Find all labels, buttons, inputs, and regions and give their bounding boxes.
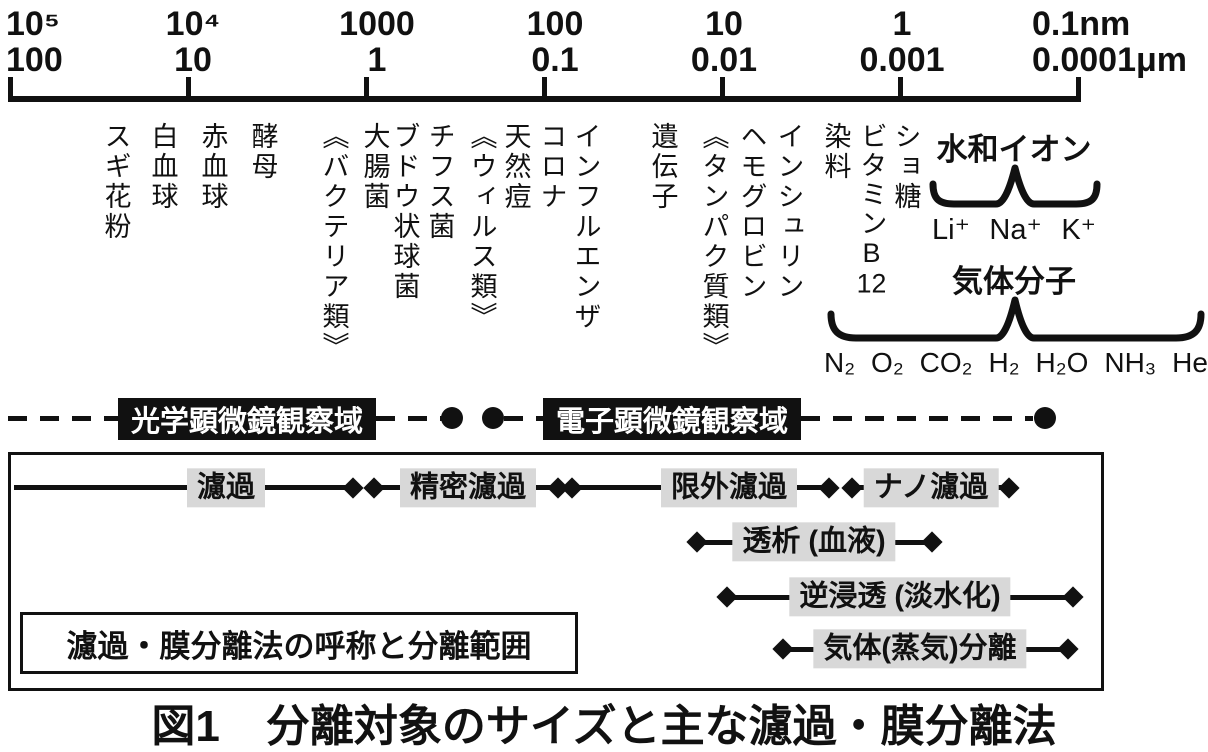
scale-nm-value: 1 [892, 5, 912, 43]
brace-icon [929, 164, 1101, 208]
particle-label: コロナ [536, 122, 567, 212]
ion-label: K⁺ [1061, 214, 1096, 246]
scale-um-value: 0.01 [690, 41, 758, 80]
particle-group-label: 《ウィルス類》 [466, 122, 497, 332]
particle-label: スギ花粉 [100, 122, 131, 242]
method-label: 精密濾過 [399, 468, 537, 508]
dashed-range-line [8, 416, 118, 421]
ion-list: Li⁺ Na⁺ K⁺ [932, 212, 1096, 247]
scale-label-column: 0.1nm 0.0001μm [1032, 6, 1187, 78]
figure-number: 図1 [151, 702, 220, 751]
particle-label: 染料 [820, 122, 851, 182]
scale-tick [8, 77, 13, 102]
brace-icon [827, 296, 1205, 342]
dashed-range-line [376, 416, 442, 421]
scale-nm-value: 1000 [339, 5, 415, 43]
figure-caption: 図1 分離対象のサイズと主な濾過・膜分離法 [0, 690, 1208, 752]
scale-label-column: 10⁴ 10 [166, 6, 221, 78]
molecule-label: CO₂ [919, 347, 973, 378]
range-line [14, 485, 353, 490]
membrane-box-legend: 濾過・膜分離法の呼称と分離範囲 [20, 612, 578, 674]
electron-microscope-range-box: 電子顕微鏡観察域 [543, 398, 801, 440]
dashed-range-line [504, 416, 543, 421]
scale-um-value: 100 [6, 41, 63, 80]
endpoint-dot-icon [1034, 407, 1056, 429]
hydrated-ions-title: 水和イオン [936, 132, 1092, 167]
particle-label: 天然痘 [500, 122, 531, 212]
particle-label: インシュリン [773, 122, 804, 302]
scale-um-value: 0.001 [859, 41, 945, 80]
particle-label: 赤血球 [197, 122, 228, 212]
method-label: 逆浸透 (淡水化) [789, 577, 1011, 617]
endpoint-dot-icon [482, 407, 504, 429]
particle-label: ブドウ状球菌 [389, 122, 420, 302]
scale-label-column: 10⁵ 100 [6, 6, 63, 78]
molecule-label: He [1172, 347, 1208, 378]
particle-label: 白血球 [147, 122, 178, 212]
scale-label-column: 1 0.001 [859, 6, 944, 78]
scale-nm-value: 10⁵ [6, 5, 60, 43]
endpoint-dot-icon [441, 407, 463, 429]
scale-um-value: 0.1 [531, 41, 579, 80]
scale-label-column: 10 0.01 [691, 6, 757, 78]
particle-label: 遺伝子 [647, 122, 678, 212]
ion-label: Li⁺ [932, 214, 970, 246]
scale-tick [186, 77, 191, 102]
molecule-list: N₂ O₂ CO₂ H₂ H₂O NH₃ He [824, 347, 1208, 379]
scale-tick [720, 77, 725, 102]
scale-tick [364, 77, 369, 102]
scale-um-value: 10 [174, 41, 212, 80]
scale-label-column: 1000 1 [339, 6, 415, 78]
scale-tick [1076, 77, 1081, 102]
scale-nm-value: 100 [526, 5, 584, 43]
gas-molecules-title: 気体分子 [952, 264, 1076, 299]
method-label: 濾過 [186, 468, 266, 508]
molecule-label: H₂O [1035, 347, 1089, 378]
molecule-label: NH₃ [1104, 347, 1157, 378]
method-label: 気体(蒸気)分離 [813, 629, 1027, 669]
scale-label-column: 100 0.1 [527, 6, 584, 78]
method-label: 透析 (血液) [732, 522, 896, 562]
particle-group-label: 《タンパク質類》 [698, 122, 729, 362]
scale-nm-value: 10 [705, 5, 743, 43]
optical-microscope-range-box: 光学顕微鏡観察域 [118, 398, 376, 440]
molecule-label: N₂ [824, 347, 856, 378]
scale-nm-value: 0.1nm [1032, 5, 1131, 43]
method-label: ナノ濾過 [863, 468, 999, 508]
method-label: 限外濾過 [660, 468, 798, 508]
scale-um-value: 1 [367, 41, 387, 80]
scale-tick [542, 77, 547, 102]
scale-um-value: 0.0001μm [1032, 41, 1188, 80]
particle-label: 大腸菌 [359, 122, 390, 212]
ion-label: Na⁺ [989, 214, 1042, 246]
particle-label: 酵母 [247, 122, 278, 182]
particle-label: ビタミンB12 [856, 122, 887, 297]
scale-tick [898, 77, 903, 102]
molecule-label: H₂ [988, 347, 1020, 378]
scale-nm-value: 10⁴ [165, 5, 221, 43]
dashed-range-line [801, 416, 1033, 421]
particle-label: ヘモグロビン [736, 122, 767, 302]
particle-label: インフルエンザ [570, 122, 601, 332]
molecule-label: O₂ [871, 347, 904, 378]
particle-label: チフス菌 [424, 122, 455, 242]
particle-group-label: 《バクテリア類》 [318, 122, 349, 362]
particle-label: ショ糖 [890, 122, 921, 212]
figure-title: 分離対象のサイズと主な濾過・膜分離法 [265, 702, 1057, 751]
